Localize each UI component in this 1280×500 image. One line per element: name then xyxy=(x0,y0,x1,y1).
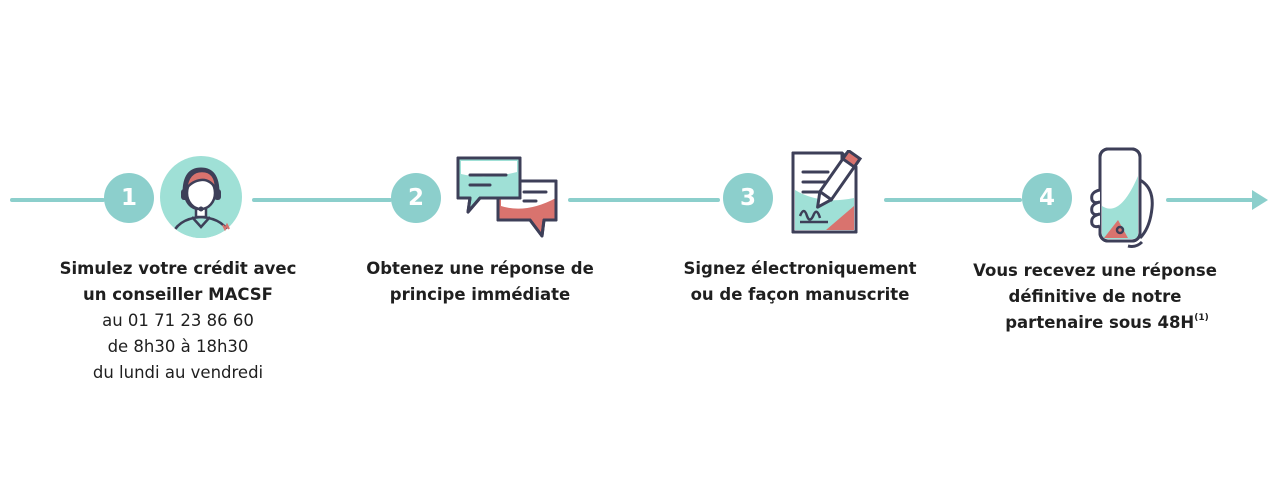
step-2-number: 2 xyxy=(391,173,441,223)
step-4-number: 4 xyxy=(1022,173,1072,223)
smartphone-hand-icon xyxy=(1090,147,1154,248)
opening-days: du lundi au vendredi xyxy=(92,363,264,382)
phone-number: au 01 71 23 86 60 xyxy=(102,311,254,330)
footnote-mark: (1) xyxy=(1194,313,1209,323)
step-3-number: 3 xyxy=(723,173,773,223)
step-4-title-line: Vous recevez une réponse xyxy=(973,261,1217,280)
advisor-headset-icon xyxy=(160,156,242,238)
document-signature-icon xyxy=(791,150,863,234)
timeline-segment xyxy=(568,198,720,202)
step-1-number: 1 xyxy=(104,173,154,223)
timeline-segment xyxy=(884,198,1022,202)
step-4-label: Vous recevez une réponse définitive de n… xyxy=(950,258,1240,336)
step-3-label: Signez électroniquement ou de façon manu… xyxy=(660,256,940,308)
step-2-title-line: Obtenez une réponse de xyxy=(366,259,594,278)
step-1-title-line: un conseiller MACSF xyxy=(83,285,273,304)
step-1-label: Simulez votre crédit avec un conseiller … xyxy=(38,256,318,386)
timeline-segment xyxy=(10,198,105,202)
step-2-label: Obtenez une réponse de principe immédiat… xyxy=(340,256,620,308)
timeline-segment xyxy=(1166,198,1256,202)
chat-bubbles-icon xyxy=(456,156,558,238)
step-4-title-line: partenaire sous 48H(1) xyxy=(950,310,1240,336)
step-3-title-line: Signez électroniquement xyxy=(683,259,917,278)
timeline-segment xyxy=(252,198,392,202)
opening-hours: de 8h30 à 18h30 xyxy=(107,337,249,356)
step-2-title-line: principe immédiate xyxy=(389,285,571,304)
timeline-arrowhead xyxy=(1252,190,1268,210)
step-4-title-text: partenaire sous 48H xyxy=(1005,313,1195,332)
step-1-title-line: Simulez votre crédit avec xyxy=(59,259,297,278)
step-3-title-line: ou de façon manuscrite xyxy=(690,285,910,304)
step-4-title-line: définitive de notre xyxy=(1008,287,1182,306)
